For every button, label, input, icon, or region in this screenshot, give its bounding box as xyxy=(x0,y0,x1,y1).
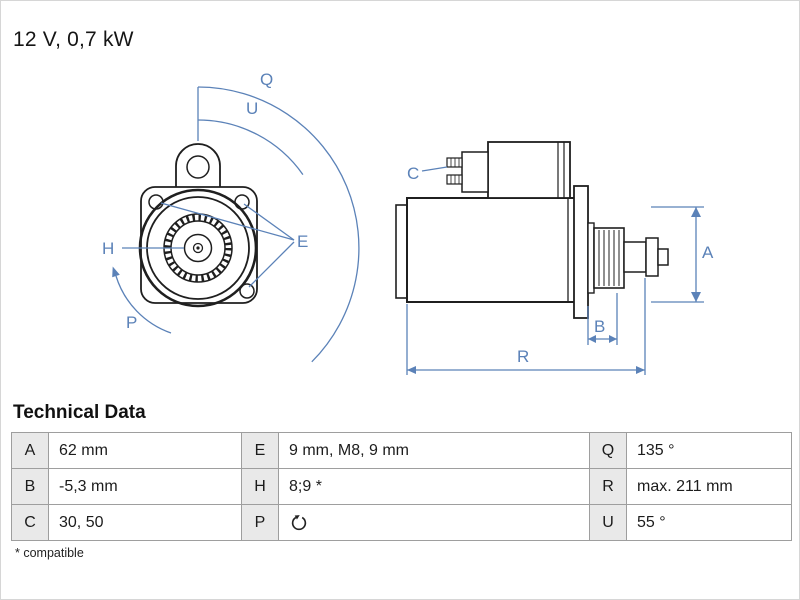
leader-E-3 xyxy=(248,241,295,288)
technical-data-heading: Technical Data xyxy=(13,402,146,423)
dim-label-B: B xyxy=(594,317,605,336)
dim-label-P: P xyxy=(126,313,137,332)
dim-label-C: C xyxy=(407,164,419,183)
terminal-stud-bottom xyxy=(446,174,463,185)
leader-E-1 xyxy=(160,202,295,241)
product-spec-title: 12 V, 0,7 kW xyxy=(13,28,134,51)
drive-housing-step xyxy=(587,222,595,294)
spec-value-p xyxy=(278,504,590,541)
spec-value-a: 62 mm xyxy=(48,432,242,469)
table-row: C 30, 50 P U 55 ° xyxy=(11,504,792,541)
spec-key-u: U xyxy=(589,504,627,541)
terminal-block xyxy=(461,151,489,193)
dim-label-H: H xyxy=(102,239,114,258)
dim-label-Q: Q xyxy=(260,70,273,89)
solenoid-cap-lines xyxy=(557,142,565,198)
dim-B-arrow-right xyxy=(609,335,617,343)
dim-R-arrow-left xyxy=(407,366,416,374)
leader-C xyxy=(421,166,448,172)
pinion-shaft xyxy=(623,241,647,273)
ear-hole xyxy=(186,155,210,179)
shaft-center-dot xyxy=(196,246,200,250)
dim-label-R: R xyxy=(517,347,529,366)
drive-end-flange xyxy=(573,185,589,319)
spec-key-a: A xyxy=(11,432,49,469)
motor-body xyxy=(406,197,577,303)
dim-A-arrow-top xyxy=(691,207,701,217)
dim-A-arrow-bottom xyxy=(691,292,701,302)
solenoid-body xyxy=(487,141,571,199)
spec-key-b: B xyxy=(11,468,49,505)
spec-value-c: 30, 50 xyxy=(48,504,242,541)
compatibility-footnote: * compatible xyxy=(15,546,84,560)
dim-R-arrow-right xyxy=(636,366,645,374)
table-row: A 62 mm E 9 mm, M8, 9 mm Q 135 ° xyxy=(11,432,792,469)
dim-arc-Q xyxy=(197,86,360,363)
pinion-teeth-hatch xyxy=(598,230,620,286)
dim-label-U: U xyxy=(246,99,258,118)
spec-key-e: E xyxy=(241,432,279,469)
shaft-tip xyxy=(657,248,669,266)
leader-E-2 xyxy=(243,203,295,241)
rotation-arc-P-arrowhead xyxy=(112,266,120,278)
dim-A-ext-lines xyxy=(651,206,704,303)
rotation-arc-P xyxy=(115,275,172,334)
spec-key-c: C xyxy=(11,504,49,541)
bolt-hole-bottom xyxy=(239,283,255,299)
dim-B-arrow-left xyxy=(588,335,596,343)
spec-value-q: 135 ° xyxy=(626,432,792,469)
spec-key-r: R xyxy=(589,468,627,505)
dim-arc-U xyxy=(197,119,304,175)
spec-value-u: 55 ° xyxy=(626,504,792,541)
front-view xyxy=(138,143,258,308)
rotation-cw-arrow-icon xyxy=(291,514,307,530)
terminal-stud-top xyxy=(446,157,463,168)
dim-label-E: E xyxy=(297,232,308,251)
technical-data-table: A 62 mm E 9 mm, M8, 9 mm Q 135 ° B -5,3 … xyxy=(11,432,792,541)
spec-value-r: max. 211 mm xyxy=(626,468,792,505)
spec-key-q: Q xyxy=(589,432,627,469)
technical-drawing: Q U H E P xyxy=(102,70,714,375)
shaft-bush xyxy=(645,237,659,277)
spec-key-h: H xyxy=(241,468,279,505)
front-view-dimensions: Q U H E P xyxy=(102,70,360,363)
spec-key-p: P xyxy=(241,504,279,541)
side-view-dimensions: C A B R xyxy=(406,164,714,375)
pinion-gear-teeth xyxy=(164,214,232,282)
dim-R-ext-lines xyxy=(406,278,646,375)
table-row: B -5,3 mm H 8;9 * R max. 211 mm xyxy=(11,468,792,505)
spec-value-e: 9 mm, M8, 9 mm xyxy=(278,432,590,469)
dim-label-A: A xyxy=(702,243,714,262)
spec-value-b: -5,3 mm xyxy=(48,468,242,505)
side-view xyxy=(395,141,669,319)
spec-value-h: 8;9 * xyxy=(278,468,590,505)
terminal-thread-hatch xyxy=(450,158,460,184)
